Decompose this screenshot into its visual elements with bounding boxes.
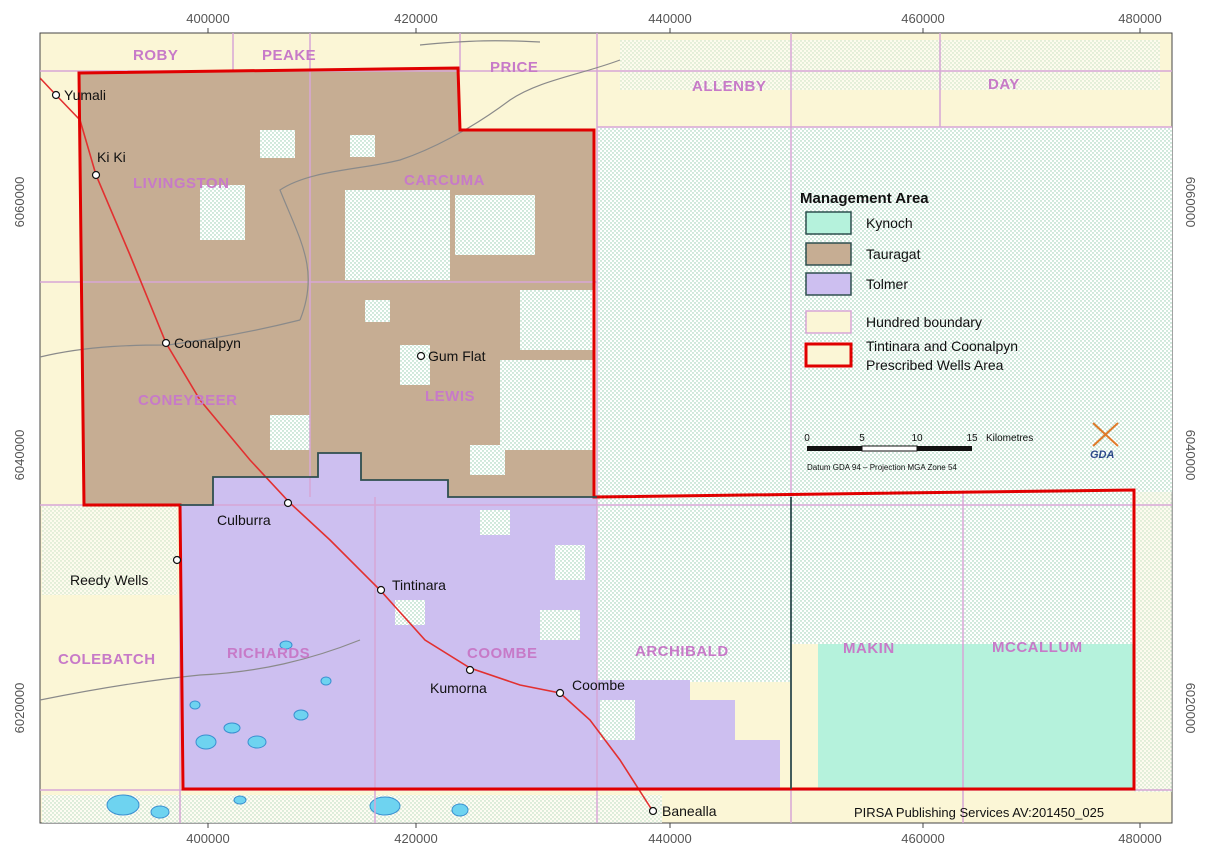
tauragat-tolmer-boundary [180,452,597,506]
x-tick-top: 400000 [186,11,229,26]
x-tick-bottom: 400000 [186,831,229,846]
prescribed-wells-boundary [77,66,1136,791]
scale-label: 0 [804,433,810,444]
y-tick-left: 6020000 [12,683,27,734]
hundred-label: PRICE [490,59,538,76]
legend-swatch-prescribed [804,342,853,368]
town-label: Yumali [64,87,106,103]
town-label: Culburra [217,512,271,528]
x-tick-top: 460000 [901,11,944,26]
hundred-boundaries [40,33,1172,823]
kynoch-area [818,644,1134,789]
y-tick-right: 6040000 [1183,430,1198,481]
gda-logo: GDA [1090,422,1119,461]
tolmer-vegetation [395,510,635,740]
vegetation-east-edge [1134,492,1172,792]
hundred-label: ROBY [133,47,178,64]
town-label: Tintinara [392,577,446,593]
legend-swatch-hundred [805,310,852,334]
legend-label-tolmer: Tolmer [866,276,908,292]
town-label: Coombe [572,677,625,693]
vegetation-west [42,505,177,595]
legend-label-prescribed: Prescribed Wells Area [866,357,1004,373]
hundred-label: CONEYBEER [138,392,238,409]
hundred-label: PEAKE [262,47,316,64]
hundred-label: MAKIN [843,640,895,657]
hundred-label: LIVINGSTON [133,175,229,192]
legend-label-kynoch: Kynoch [866,215,913,231]
town-label: Ki Ki [97,149,126,165]
scale-datum: Datum GDA 94 – Projection MGA Zone 54 [807,463,957,472]
legend-swatch-kynoch [805,211,852,235]
legend-swatch-tolmer [805,272,852,296]
credit-text: PIRSA Publishing Services AV:201450_025 [854,805,1104,820]
water-bodies [106,640,469,819]
y-tick-left: 6060000 [12,177,27,228]
town-label: Banealla [662,803,717,819]
hundred-label: RICHARDS [227,645,310,662]
hundred-label: CARCUMA [404,172,485,189]
legend-label-prescribed: Tintinara and Coonalpyn [866,338,1018,354]
gda-logo-text: GDA [1090,449,1115,461]
vegetation-archibald [597,492,791,682]
hundred-label: DAY [988,76,1020,93]
town-label: Reedy Wells [70,572,148,588]
town-label: Kumorna [430,680,487,696]
x-tick-bottom: 460000 [901,831,944,846]
vegetation-east [597,127,1172,492]
scale-label: 15 [966,433,978,444]
vegetation-north [620,40,1160,90]
hundred-label: COOMBE [467,645,538,662]
tauragat-vegetation [200,130,594,475]
x-tick-top: 480000 [1118,11,1161,26]
scale-label: 10 [911,433,923,444]
town-label: Coonalpyn [174,335,241,351]
hundred-label: LEWIS [425,388,475,405]
vegetation-south [42,795,662,823]
x-tick-bottom: 440000 [648,831,691,846]
tauragat-area [79,68,594,505]
axis-ticks [207,28,1141,828]
hundred-label: MCCALLUM [992,639,1083,656]
scale-unit: Kilometres [986,433,1033,444]
town-markers [51,90,658,816]
x-tick-top: 440000 [648,11,691,26]
legend-label-tauragat: Tauragat [866,246,921,262]
legend-title: Management Area [800,190,929,207]
scale-label: 5 [859,433,865,444]
x-tick-bottom: 480000 [1118,831,1161,846]
road [40,77,653,811]
y-tick-right: 6020000 [1183,683,1198,734]
x-tick-bottom: 420000 [394,831,437,846]
scale-bar: 0 5 10 15 Kilometres Datum GDA 94 – Proj… [804,433,1033,472]
legend-label-hundred: Hundred boundary [866,314,982,330]
hundred-label: ARCHIBALD [635,643,729,660]
y-tick-left: 6040000 [12,430,27,481]
y-tick-right: 6060000 [1183,177,1198,228]
legend-swatch-tauragat [805,242,852,266]
x-tick-top: 420000 [394,11,437,26]
town-label: Gum Flat [428,348,486,364]
hundred-label: COLEBATCH [58,651,156,668]
legend: Management Area Kynoch Tauragat Tolmer H… [800,190,1018,373]
hundred-label: ALLENBY [692,78,766,95]
